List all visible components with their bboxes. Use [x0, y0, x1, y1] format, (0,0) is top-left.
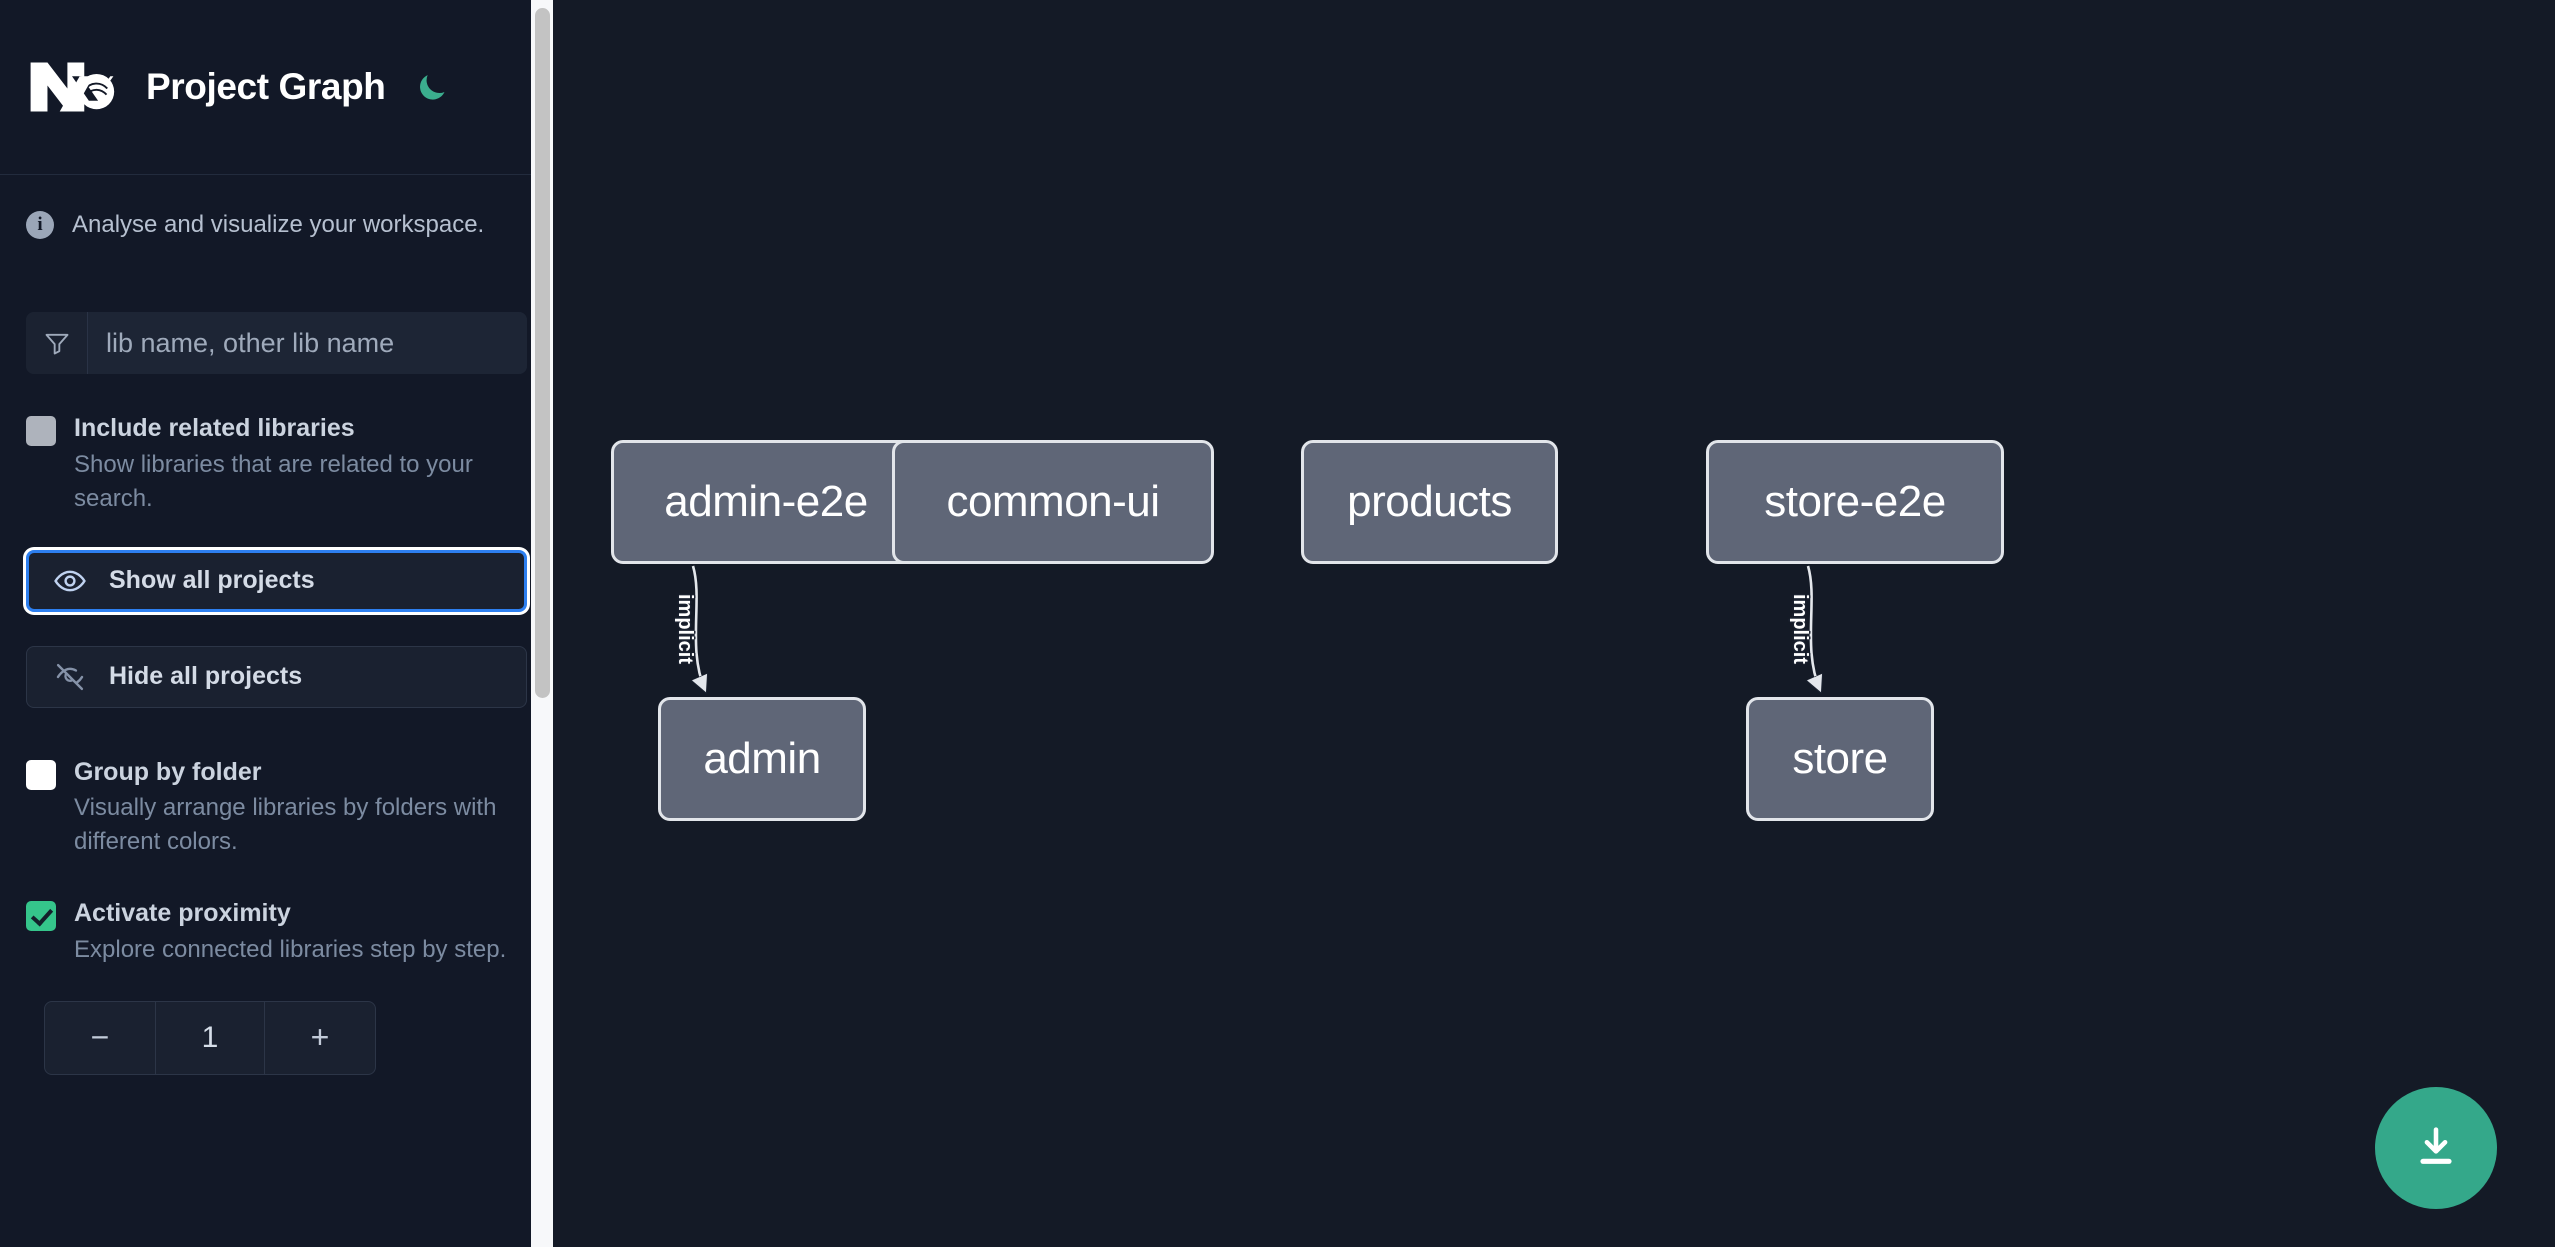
- workspace-info: i Analyse and visualize your workspace.: [0, 175, 553, 275]
- include-related-libraries-label: Include related libraries: [74, 414, 355, 442]
- filter-bar: [26, 312, 527, 374]
- graph-node-products[interactable]: products: [1301, 440, 1558, 564]
- proximity-stepper: − 1 +: [44, 1000, 376, 1075]
- include-related-libraries-description: Show libraries that are related to your …: [74, 450, 473, 512]
- option-group-by-folder: Group by folder Visually arrange librari…: [26, 756, 527, 860]
- edge-label-admin-e2e-admin: implicit: [674, 594, 696, 665]
- option-include-related-libraries: Include related libraries Show libraries…: [26, 412, 527, 516]
- eye-off-icon: [53, 660, 87, 694]
- hide-all-projects-label: Hide all projects: [109, 662, 303, 691]
- edge-label-store-e2e-store: implicit: [1789, 594, 1811, 665]
- nx-logo-icon: [26, 56, 118, 118]
- group-by-folder-checkbox[interactable]: [26, 759, 56, 790]
- include-related-libraries-checkbox[interactable]: [26, 416, 56, 446]
- moon-icon[interactable]: [411, 66, 453, 108]
- search-input[interactable]: [88, 312, 527, 374]
- graph-node-store-e2e[interactable]: store-e2e: [1706, 440, 2004, 564]
- show-all-projects-label: Show all projects: [109, 566, 315, 595]
- edge-store-e2e-store: [1808, 565, 1820, 690]
- download-icon: [2410, 1121, 2462, 1176]
- graph-node-store[interactable]: store: [1746, 697, 1934, 821]
- page-title: Project Graph: [146, 66, 386, 107]
- group-by-folder-label: Group by folder: [74, 757, 262, 786]
- download-graph-button[interactable]: [2375, 1087, 2497, 1209]
- proximity-decrement-button[interactable]: −: [45, 1001, 156, 1074]
- edge-admin-e2e-admin: [693, 565, 705, 690]
- proximity-value: 1: [201, 1020, 219, 1054]
- activate-proximity-label: Activate proximity: [74, 899, 291, 928]
- group-by-folder-description: Visually arrange libraries by folders wi…: [74, 794, 497, 856]
- show-all-projects-button[interactable]: Show all projects: [26, 549, 527, 612]
- sidebar-scrollbar[interactable]: [531, 0, 553, 1247]
- graph-edges: [553, 565, 2555, 1247]
- option-activate-proximity: Activate proximity Explore connected lib…: [26, 897, 527, 967]
- graph-node-admin-e2e[interactable]: admin-e2e: [611, 440, 921, 564]
- sidebar: Project Graph i Analyse and visualize yo…: [0, 0, 553, 1247]
- sidebar-body: Include related libraries Show libraries…: [0, 312, 553, 1075]
- graph-node-admin[interactable]: admin: [658, 697, 866, 821]
- info-icon: i: [26, 211, 54, 239]
- workspace-info-text: Analyse and visualize your workspace.: [72, 211, 485, 238]
- proximity-increment-button[interactable]: +: [264, 1001, 375, 1074]
- graph-node-common-ui[interactable]: common-ui: [892, 440, 1214, 564]
- sidebar-scrollbar-thumb[interactable]: [535, 8, 550, 698]
- activate-proximity-checkbox[interactable]: [26, 901, 56, 932]
- sidebar-header: Project Graph: [0, 0, 553, 175]
- hide-all-projects-button[interactable]: Hide all projects: [26, 645, 527, 708]
- eye-icon: [53, 564, 87, 598]
- filter-funnel-icon[interactable]: [26, 312, 88, 374]
- activate-proximity-description: Explore connected libraries step by step…: [74, 935, 507, 963]
